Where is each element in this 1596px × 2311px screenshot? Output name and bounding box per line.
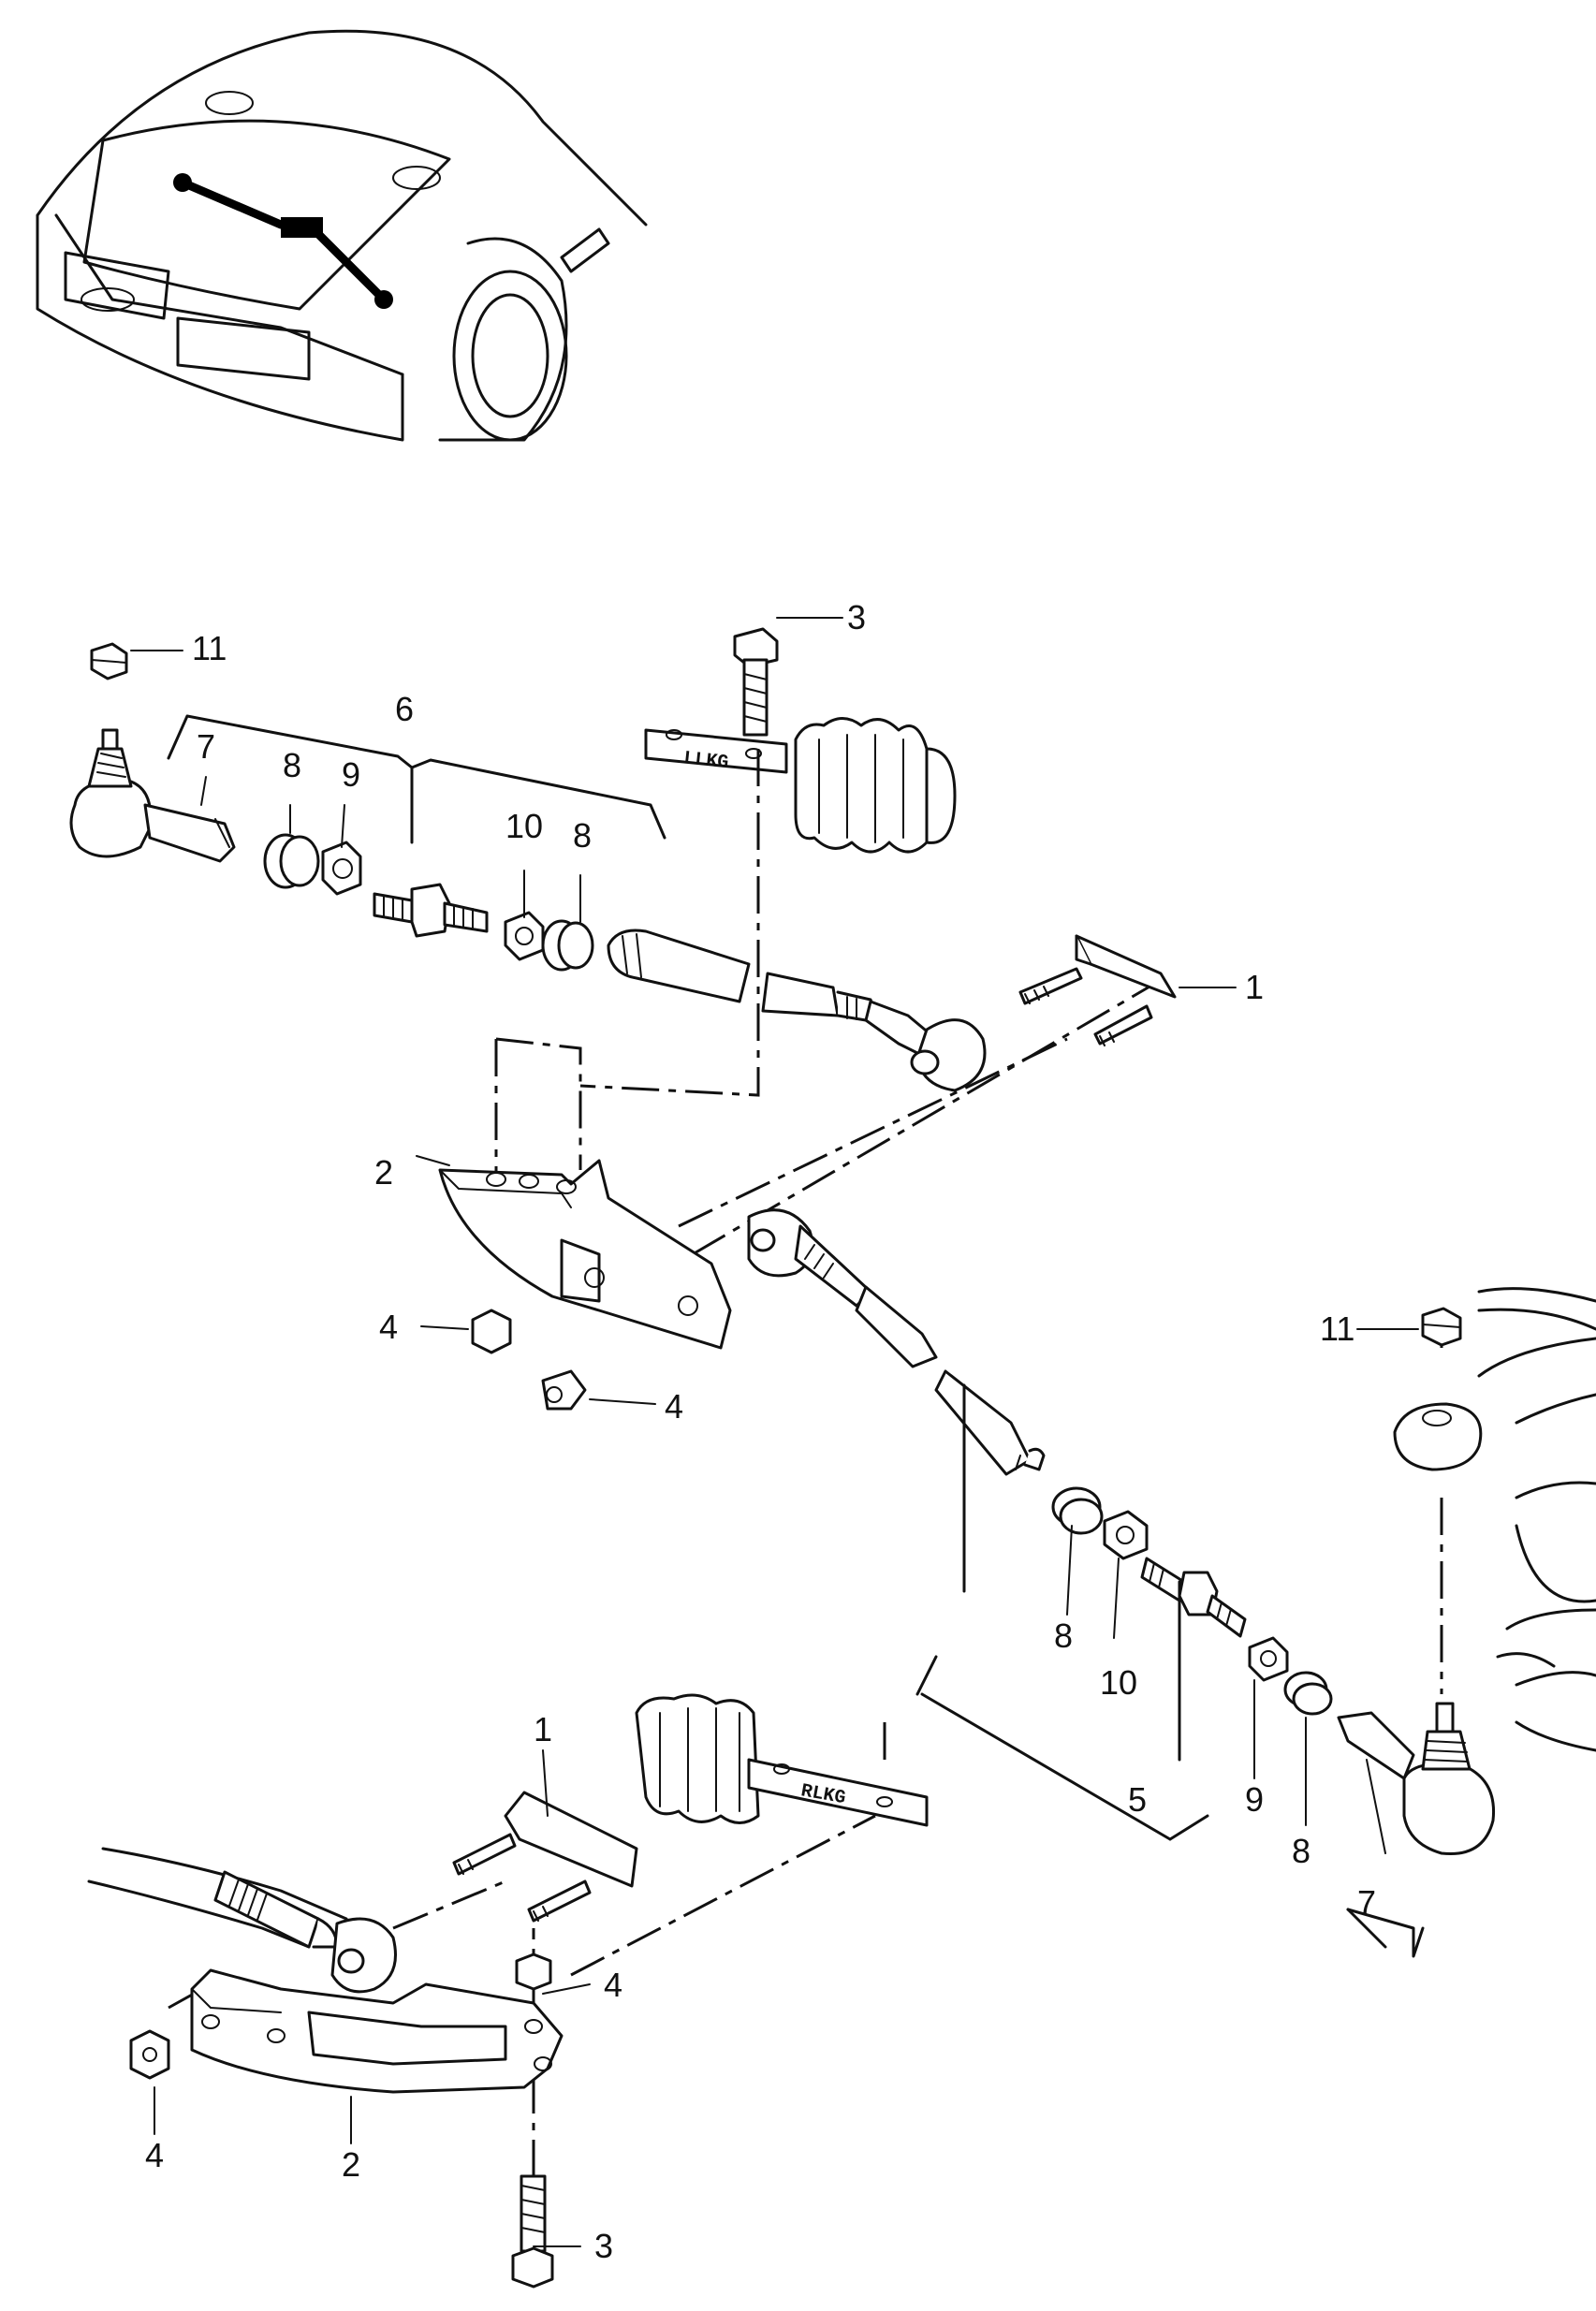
nut-icon [129,2029,170,2080]
callout-10-left: 10 [505,807,543,845]
tie-rod-end-icon [1337,1702,1496,1856]
nut-icon [1421,1307,1462,1347]
callout-4-mid-left: 4 [379,1308,398,1346]
callout-8-left-a: 8 [283,746,301,784]
steering-rack-right: RLKG [635,1693,929,1827]
callout-7-right: 7 [1357,1883,1376,1922]
callout-1-bottom: 1 [534,1710,552,1748]
callout-1-top: 1 [1245,968,1264,1006]
bracket-icon [438,1159,732,1350]
bracket-icon [190,1968,564,2094]
callout-5: 5 [1128,1780,1147,1819]
callout-4-bottom-right: 4 [604,1966,622,2004]
tie-rod-end-icon [69,728,236,863]
callout-8-right-b: 8 [1292,1832,1310,1870]
steering-knuckle [1393,1287,1596,1752]
nut-icon [541,1369,587,1411]
nut-icon [504,911,545,961]
callout-6: 6 [395,690,414,728]
nut-icon [90,642,128,680]
callout-9-left: 9 [342,755,360,794]
nut-icon [471,1309,512,1354]
callout-3-top: 3 [847,598,866,636]
alignment-line [678,1037,1068,1228]
bolt-icon [1140,1557,1247,1638]
washer-icon [1051,1486,1104,1535]
alignment-line [168,1982,212,2010]
leader-lines [130,617,1419,2247]
callout-11-right: 11 [1320,1309,1354,1348]
alignment-line [392,1880,506,1930]
nut-icon [515,1953,552,1991]
nut-icon [1248,1636,1289,1682]
alignment-line [579,749,760,1097]
callout-4-mid-bottom: 4 [665,1387,683,1426]
car-front-icon [36,29,648,442]
callout-2-mid: 2 [374,1153,393,1192]
callout-9-right: 9 [1245,1780,1264,1819]
tie-rod-tube [87,1847,397,1994]
washer-icon [541,919,594,972]
alignment-line [570,1814,876,1977]
callout-7-left: 7 [197,727,215,766]
callout-3-bottom: 3 [594,2227,613,2265]
nut-icon [1103,1510,1149,1560]
rack-stamp-left: LLKG [682,748,729,774]
bracket-icon [452,1791,638,1923]
tie-rod-tube [607,929,987,1092]
bolt-icon [733,627,779,737]
callout-10-right: 10 [1100,1663,1137,1702]
bolt-icon [373,883,489,938]
washer-icon [1283,1671,1333,1716]
tie-rod-tube [747,1208,1046,1476]
callout-4-bottom-left: 4 [145,2136,164,2174]
callout-2-bottom: 2 [342,2145,360,2184]
bracket-icon [1018,934,1177,1046]
group-bracket [167,714,1425,1958]
callout-8-left-b: 8 [573,816,592,855]
callout-8-right-a: 8 [1054,1616,1073,1655]
callout-11-left: 11 [192,629,227,667]
nut-icon [321,841,362,896]
steering-rack-left: LLKG [644,717,957,854]
alignment-line [494,1037,582,1179]
rubber-boot-icon [794,717,957,854]
bolt-icon [511,2174,554,2289]
washer-icon [263,833,320,889]
